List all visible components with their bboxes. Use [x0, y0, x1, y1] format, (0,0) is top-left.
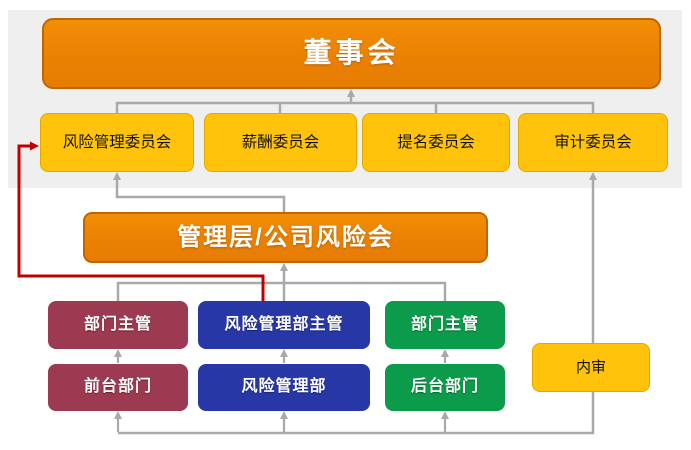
- committee-nomination-box: 提名委员会: [362, 113, 510, 172]
- committee-compensation-box: 薪酬委员会: [204, 113, 357, 172]
- risk-dept-label: 风险管理部: [241, 378, 327, 396]
- front-dept-head-label: 部门主管: [83, 315, 152, 333]
- risk-dept-head-label: 风险管理部主管: [224, 315, 344, 333]
- back-dept-head-label: 部门主管: [410, 315, 479, 333]
- risk-dept-box: 风险管理部: [198, 364, 370, 411]
- internal-audit-label: 内审: [575, 358, 606, 376]
- front-dept-head-box: 部门主管: [48, 301, 188, 349]
- internal-audit-box: 内审: [532, 343, 650, 392]
- dept-heads-branch: [116, 281, 447, 301]
- back-office-label: 后台部门: [410, 378, 479, 396]
- committee-compensation-label: 薪酬委员会: [241, 133, 320, 151]
- back-dept-head-box: 部门主管: [385, 301, 505, 349]
- audit-to-departments-arrows: [114, 411, 449, 432]
- management-risk-box: 管理层/公司风险会: [83, 212, 488, 263]
- board-box: 董事会: [42, 18, 661, 89]
- back-office-box: 后台部门: [385, 364, 505, 411]
- committee-risk-management-label: 风险管理委员会: [62, 133, 172, 151]
- committee-risk-management-box: 风险管理委员会: [40, 113, 194, 172]
- committee-nomination-label: 提名委员会: [397, 133, 475, 151]
- risk-dept-head-box: 风险管理部主管: [198, 301, 370, 349]
- front-office-box: 前台部门: [48, 364, 188, 411]
- committee-audit-label: 审计委员会: [554, 133, 632, 151]
- board-label: 董事会: [303, 37, 400, 69]
- front-office-label: 前台部门: [83, 378, 152, 396]
- management-risk-label: 管理层/公司风险会: [177, 223, 394, 251]
- committee-audit-box: 审计委员会: [518, 113, 668, 172]
- dept-to-head-arrows: [114, 349, 449, 363]
